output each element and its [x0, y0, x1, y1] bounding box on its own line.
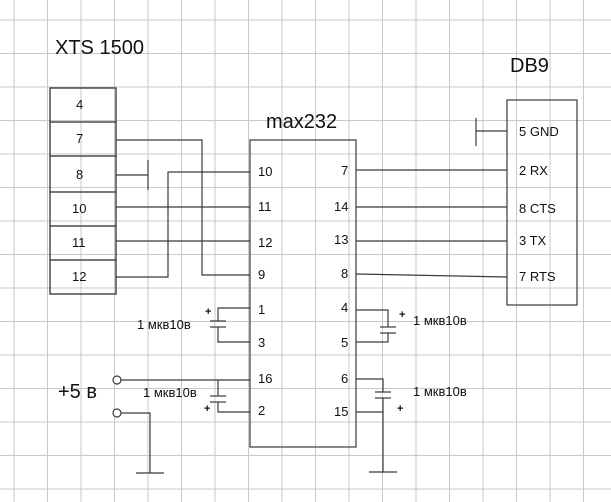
chip-right-pin: 7: [341, 163, 348, 178]
capacitor-c1: + 1 мкв10в: [137, 306, 250, 343]
db9-pin-label: 8 CTS: [519, 201, 556, 216]
capacitor-polarity: +: [399, 309, 405, 321]
xts-title: XTS 1500: [55, 37, 144, 59]
xts-pin-label: 12: [72, 269, 86, 284]
capacitor-label: 1 мкв10в: [137, 317, 191, 332]
chip-right-pin: 14: [334, 199, 348, 214]
wire-ground: [121, 412, 151, 473]
chip-title: max232: [266, 111, 337, 133]
db9-title: DB9: [510, 55, 549, 77]
db9-connector: DB9 5 GND 2 RX 8 CTS 3 TX 7 RTS: [506, 55, 578, 306]
wire-chip8-db9rts: [355, 273, 508, 278]
chip-right-pin: 15: [334, 404, 348, 419]
db9-pin-label: 3 TX: [519, 233, 547, 248]
chip-left-pin: 12: [258, 235, 272, 250]
db9-pin-label: 5 GND: [519, 124, 559, 139]
power-terminal: [112, 375, 122, 385]
chip-left-pin: 2: [258, 403, 265, 418]
db9-body: [506, 99, 578, 306]
capacitor-label: 1 мкв10в: [143, 385, 197, 400]
capacitor-polarity: +: [205, 306, 211, 318]
wire: [217, 307, 250, 321]
db9-pin-label: 2 RX: [519, 163, 548, 178]
capacitor-c2: + 1 мкв10в +5 в: [58, 375, 250, 474]
wire: [356, 378, 384, 392]
chip-right-pin: 6: [341, 371, 348, 386]
xts-pin-label: 10: [72, 201, 86, 216]
wire: [356, 309, 389, 327]
wire: [217, 402, 250, 413]
chip-left-pin: 10: [258, 164, 272, 179]
capacitor-polarity: +: [397, 403, 403, 415]
capacitor-c4: + 1 мкв10в: [356, 378, 467, 473]
capacitor-label: 1 мкв10в: [413, 313, 467, 328]
max232-chip: max232 10 11 12 9 1 3 16 2 7 14 13 8 4 5…: [249, 111, 357, 448]
wire-xts12-chip10: [116, 171, 250, 278]
xts-pin-label: 8: [76, 167, 83, 182]
chip-right-pin: 8: [341, 266, 348, 281]
chip-left-pin: 11: [258, 199, 272, 214]
chip-to-db9-wires: [355, 118, 508, 278]
chip-right-pin: 4: [341, 300, 348, 315]
chip-body: [249, 139, 357, 448]
wire: [356, 398, 384, 413]
chip-left-pin: 3: [258, 335, 265, 350]
xts-pin-label: 7: [76, 131, 83, 146]
xts-pin-label: 4: [76, 97, 83, 112]
chip-right-pin: 13: [334, 232, 348, 247]
capacitor-label: 1 мкв10в: [413, 384, 467, 399]
chip-left-pin: 1: [258, 302, 265, 317]
ground-terminal: [112, 408, 122, 418]
xts-connector: XTS 1500 4 7 8 10 11 12: [49, 37, 144, 295]
chip-left-pin: 9: [258, 267, 265, 282]
capacitor-c3: + 1 мкв10в: [356, 309, 467, 343]
xts-to-chip-wires: [116, 139, 250, 278]
chip-left-pin: 16: [258, 371, 272, 386]
xts-pin-label: 11: [72, 235, 86, 250]
chip-right-pin: 5: [341, 335, 348, 350]
xts-frame: [49, 87, 117, 295]
capacitor-polarity: +: [204, 403, 210, 415]
wire: [356, 333, 389, 343]
wire: [217, 327, 250, 343]
db9-pin-label: 7 RTS: [519, 269, 556, 284]
power-label: +5 в: [58, 381, 97, 403]
